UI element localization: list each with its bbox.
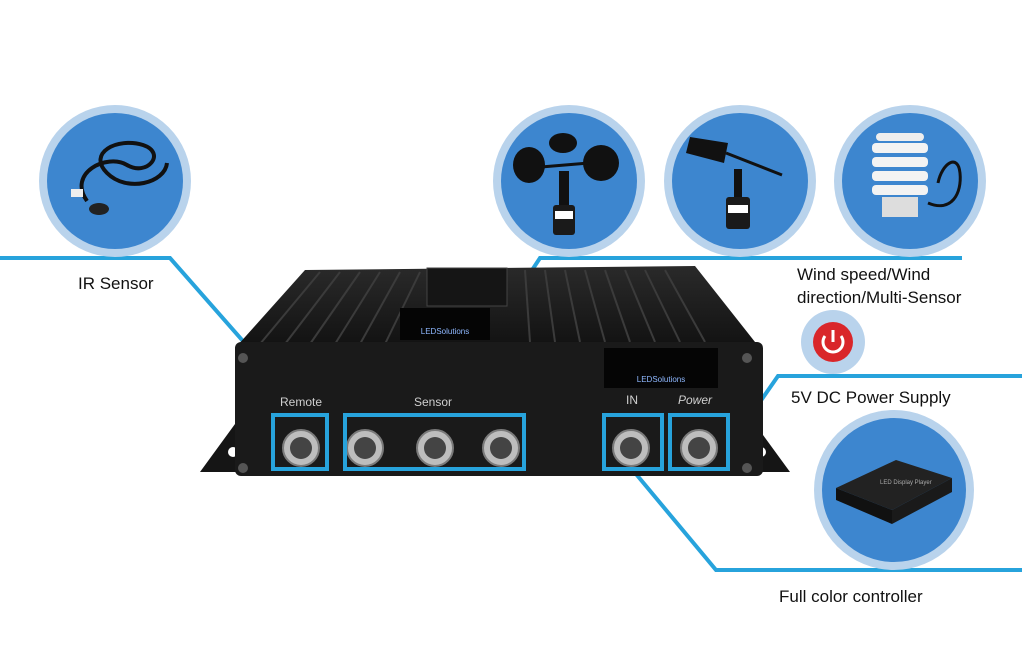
ir-sensor-label: IR Sensor bbox=[78, 274, 154, 293]
wind-vane-bubble bbox=[664, 105, 816, 257]
ir-sensor-cable-icon bbox=[71, 140, 169, 215]
power-button-icon bbox=[813, 322, 853, 362]
controller-screen-text: LED Display Player bbox=[880, 480, 932, 486]
port-label-in: IN bbox=[626, 393, 638, 407]
port-label-remote: Remote bbox=[280, 395, 323, 409]
controller-label: Full color controller bbox=[779, 587, 923, 606]
multi-sensor-bubble bbox=[834, 105, 986, 257]
anemometer-icon bbox=[513, 133, 619, 235]
sensor-ports-highlight bbox=[343, 413, 526, 471]
port-label-sensor: Sensor bbox=[414, 395, 453, 409]
ir-sensor-bubble bbox=[39, 105, 191, 257]
wind-sensor-label-line2: direction/Multi-Sensor bbox=[797, 288, 962, 307]
brand-solutions-text-front: Solutions bbox=[652, 375, 686, 384]
power-supply-label: 5V DC Power Supply bbox=[791, 388, 951, 407]
brand-solutions-text: Solutions bbox=[436, 327, 470, 336]
power-bubble bbox=[801, 310, 865, 374]
controller-bubble: LED Display Player bbox=[814, 410, 974, 570]
anemometer-bubble bbox=[493, 105, 645, 257]
wind-sensor-label-line1: Wind speed/Wind bbox=[797, 265, 931, 284]
brand-led-text-front: LED bbox=[636, 375, 653, 384]
led-controller-icon: LED Display Player bbox=[836, 460, 952, 524]
brand-logo-top: LEDSolutions bbox=[400, 308, 490, 340]
port-label-power: Power bbox=[678, 393, 713, 407]
wind-vane-icon bbox=[686, 137, 783, 229]
multi-sensor-shield-icon bbox=[872, 133, 962, 217]
in-port-highlight bbox=[602, 413, 664, 471]
controller-callout-line bbox=[634, 472, 1022, 572]
remote-port-highlight bbox=[271, 413, 329, 471]
brand-led-text: LED bbox=[420, 327, 437, 336]
brand-logo-front: LEDSolutions bbox=[604, 348, 718, 388]
power-port-highlight bbox=[668, 413, 730, 471]
